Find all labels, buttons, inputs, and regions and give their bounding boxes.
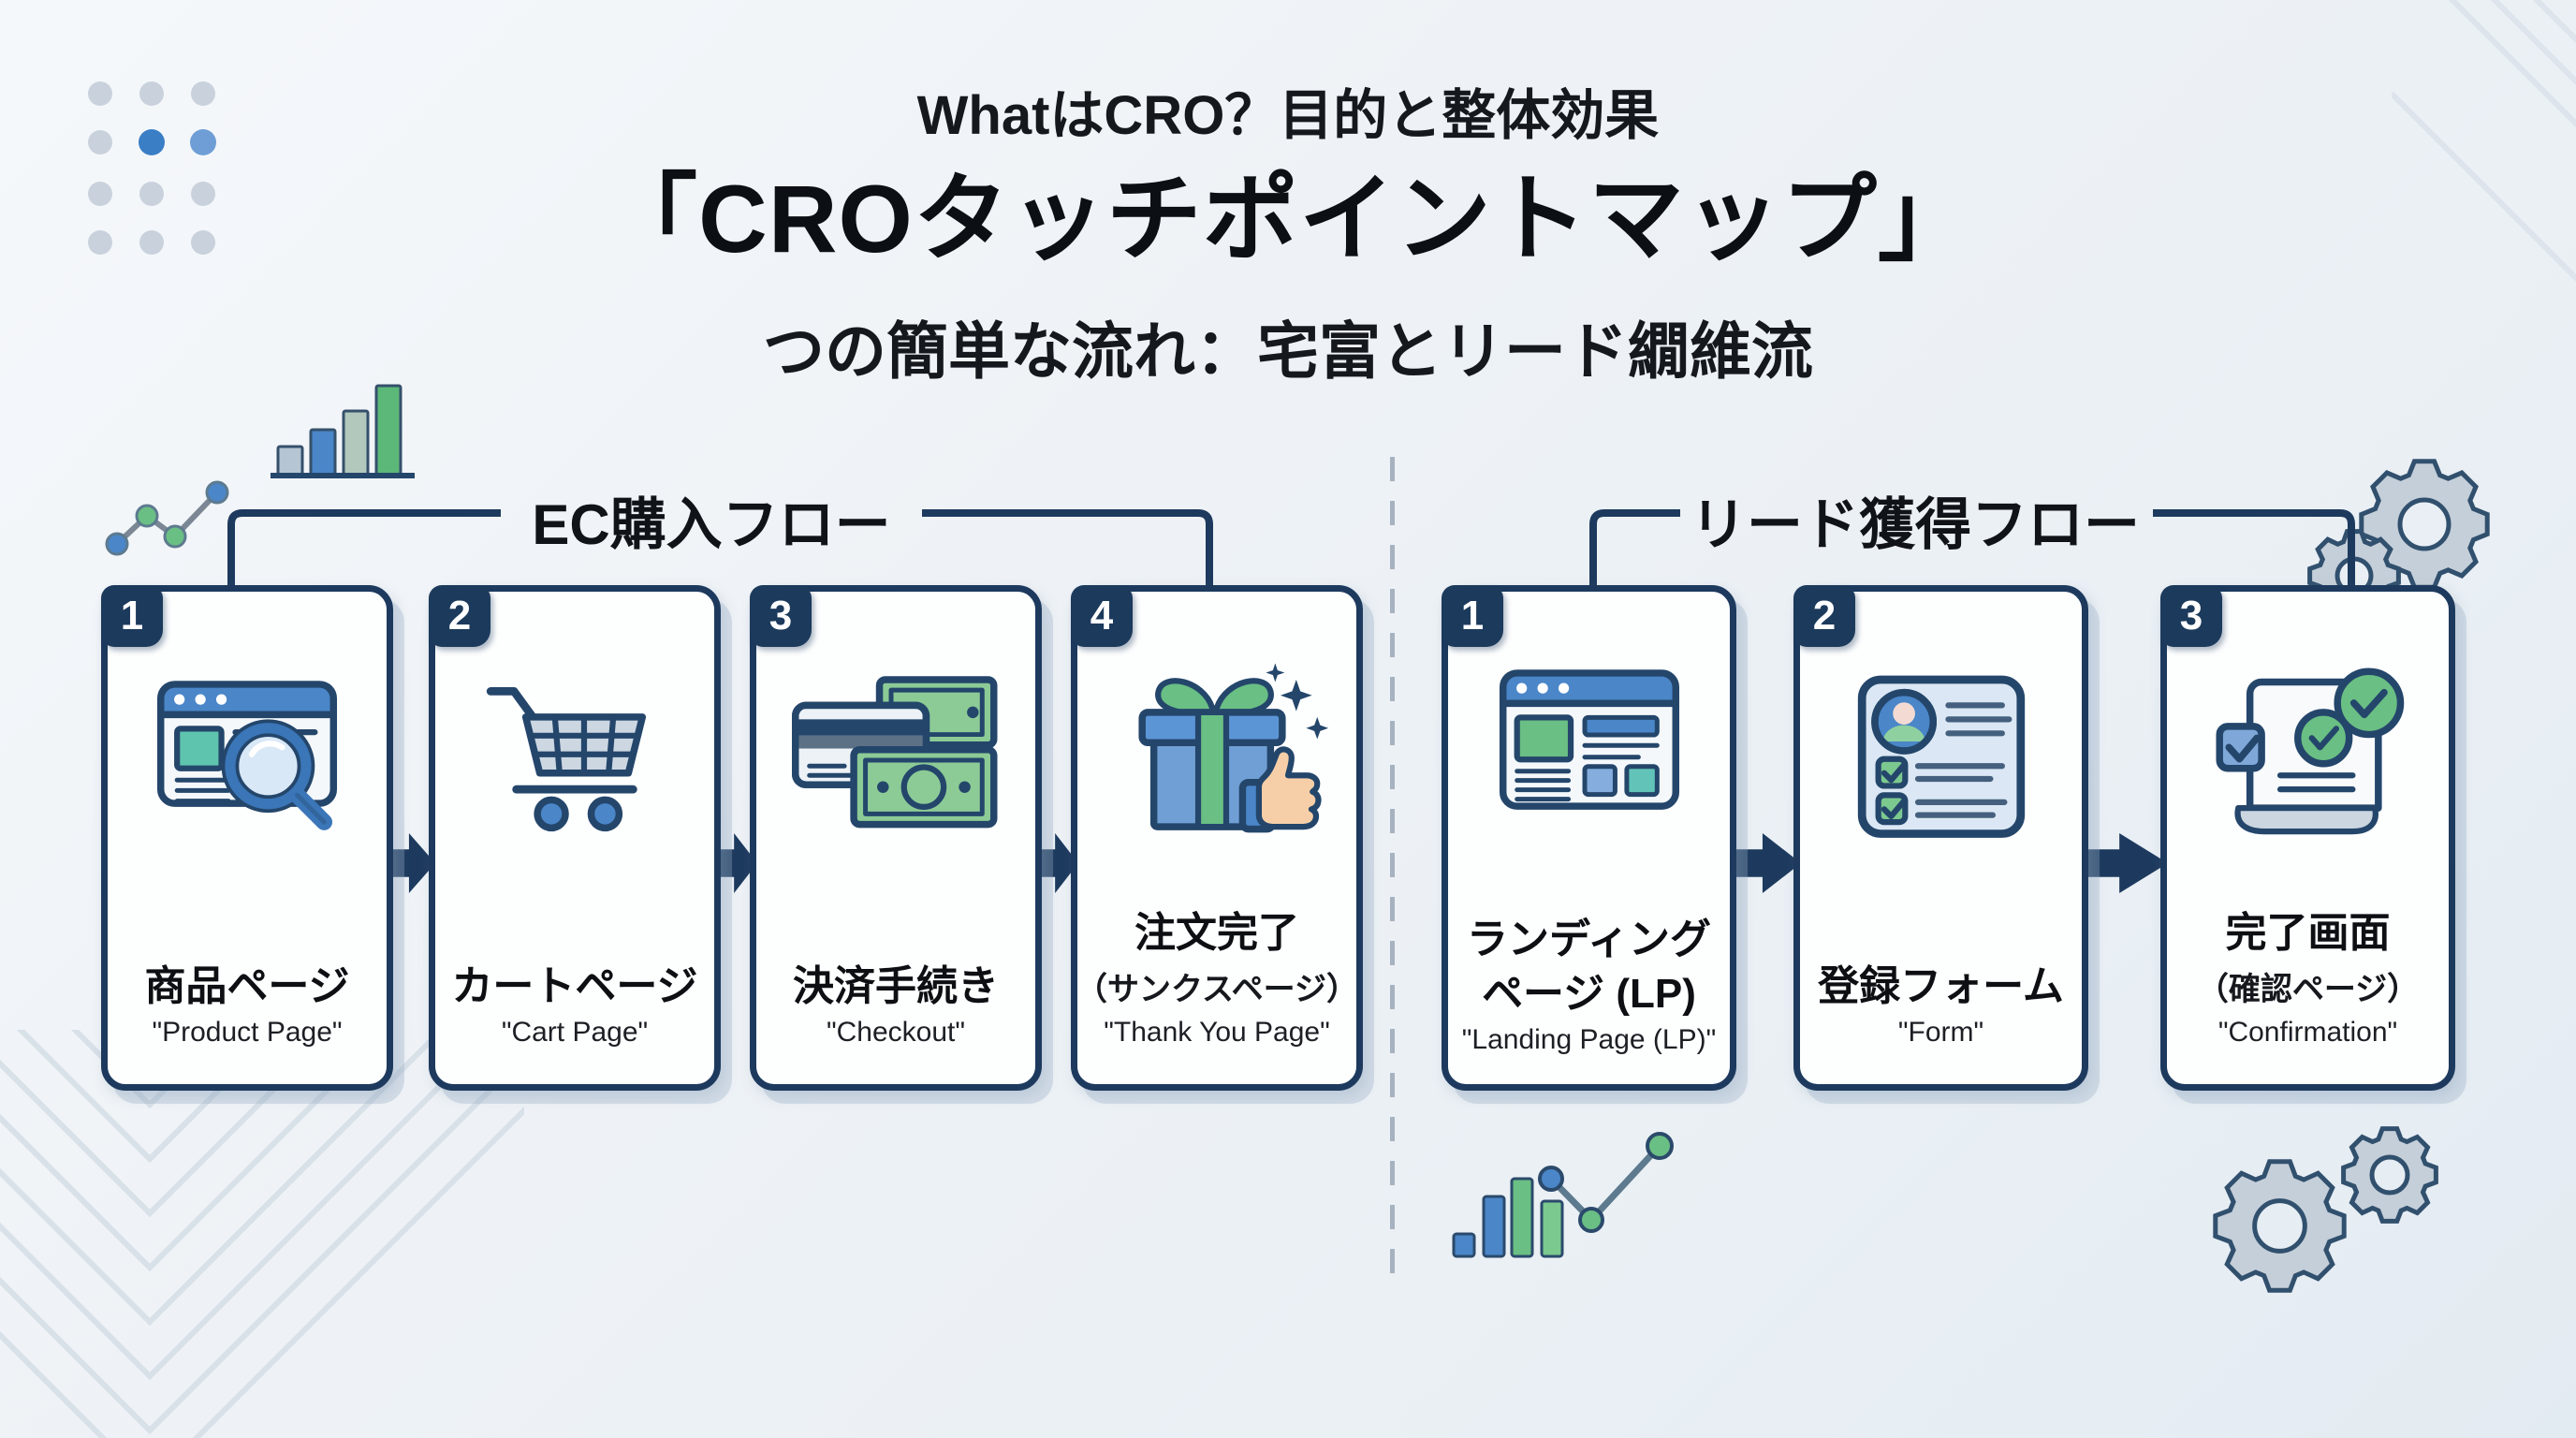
- step-card-cart-page: 2 カートページ "Cart Page": [429, 585, 721, 1091]
- page-subtitle: つの簡単な流れ：宅富とリード繝維流: [763, 316, 1813, 386]
- step-subtitle: （サンクスページ）: [1076, 972, 1358, 1007]
- gear-icon: [2198, 1144, 2362, 1313]
- step-card-landing-page: 1 ランディング ページ (LP) "Landing Page (LP): [1442, 585, 1736, 1091]
- dot-grid: [88, 81, 216, 255]
- step-title-en: "Thank You Page": [1104, 1017, 1330, 1048]
- confirmation-document-icon: [2215, 668, 2404, 835]
- flow-header-ec: EC購入フロー: [532, 493, 891, 556]
- step-title-en: "Form": [1897, 1017, 1984, 1048]
- step-number-badge: 1: [1442, 585, 1503, 647]
- step-title-en: "Cart Page": [501, 1017, 649, 1048]
- step-title-en: "Landing Page (LP)": [1461, 1024, 1717, 1055]
- step-title: 注文完了: [1134, 909, 1299, 956]
- page-eyebrow: WhatはCRO？目的と整体効果: [916, 85, 1660, 146]
- step-title: 登録フォーム: [1818, 962, 2064, 1009]
- growth-chart-icon: [1452, 1132, 1674, 1258]
- step-subtitle: （確認ページ）: [2196, 972, 2420, 1007]
- step-title-en: "Checkout": [826, 1017, 966, 1048]
- flow-divider: [1390, 457, 1395, 1279]
- bar-chart-icon: [271, 384, 415, 478]
- step-number-badge: 3: [2160, 585, 2222, 647]
- step-card-checkout: 3: [750, 585, 1042, 1091]
- step-card-thank-you: 4 注文完了 （サンクスページ） "Thank Y: [1071, 585, 1363, 1091]
- step-title: 完了画面: [2225, 909, 2391, 956]
- page-title: 「CROタッチポイントマップ」: [602, 166, 1974, 272]
- step-title: 決済手続き: [793, 962, 999, 1009]
- step-title-en: "Product Page": [152, 1017, 343, 1048]
- line-chart-icon: [105, 480, 229, 556]
- step-title-en: "Confirmation": [2217, 1017, 2398, 1048]
- step-number-badge: 4: [1071, 585, 1133, 647]
- product-page-icon: [156, 681, 338, 830]
- step-card-confirmation: 3 完了画面 （確認ページ） "Confirmation": [2160, 585, 2455, 1091]
- step-card-form: 2 登録フォーム: [1793, 585, 2088, 1091]
- payment-icon: [792, 676, 998, 829]
- step-number-badge: 2: [1793, 585, 1855, 647]
- gift-thumbs-up-icon: [1138, 663, 1329, 833]
- step-number-badge: 2: [429, 585, 490, 647]
- landing-page-icon: [1499, 669, 1679, 810]
- step-title-line2: ページ (LP): [1482, 970, 1696, 1017]
- diagonal-lines-pattern: [2392, 0, 2576, 283]
- step-number-badge: 3: [750, 585, 812, 647]
- gear-icon: [2329, 1114, 2451, 1240]
- step-number-badge: 1: [101, 585, 163, 647]
- shopping-cart-icon: [486, 687, 647, 832]
- step-title: ランディング: [1467, 917, 1711, 963]
- step-card-product-page: 1 商品ページ "Product Page: [101, 585, 393, 1091]
- step-title: カートページ: [451, 962, 698, 1009]
- step-title: 商品ページ: [144, 962, 350, 1009]
- registration-form-icon: [1857, 675, 2025, 838]
- flow-header-lead: リード獲得フロー: [1690, 493, 2140, 556]
- chevron-pattern: [0, 1030, 524, 1438]
